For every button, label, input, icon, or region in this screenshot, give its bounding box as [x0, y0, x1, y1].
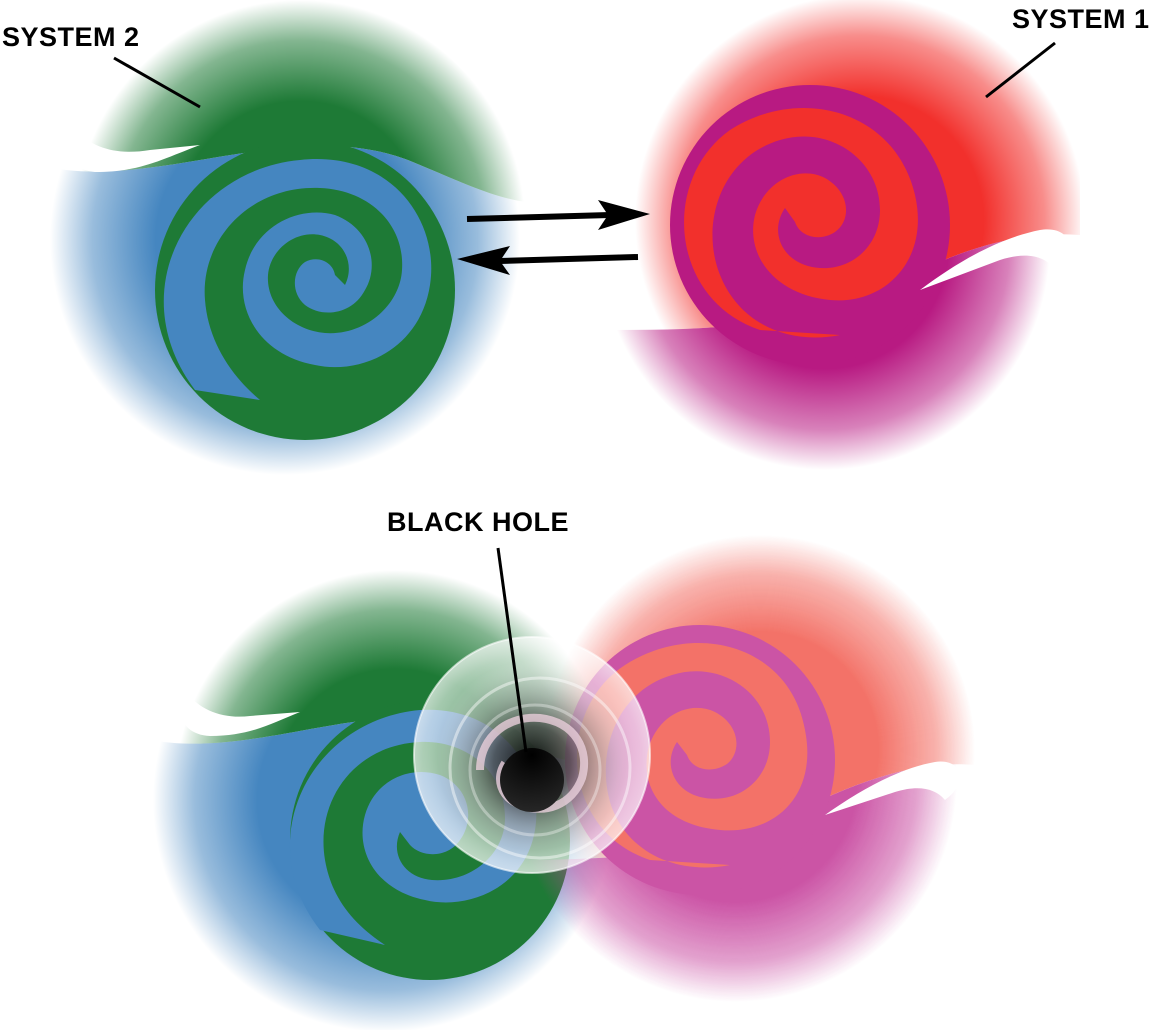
system-2-label: SYSTEM 2: [2, 22, 140, 52]
system-1-label: SYSTEM 1: [1012, 4, 1150, 34]
system-1-leader-line: [985, 41, 1056, 99]
arrow-system-1-to-system-2-head: [457, 246, 510, 275]
arrow-system-1-to-system-2-shaft: [499, 254, 639, 264]
system-1-galaxy: [600, 0, 1080, 470]
system-2-upper-disk: [75, 0, 525, 203]
black-hole: [413, 636, 651, 875]
black-hole-label: BLACK HOLE: [387, 507, 569, 537]
black-hole-lens-rim: [414, 637, 650, 873]
black-hole-leader-line: [496, 547, 528, 753]
arrow-system-2-to-system-1-shaft: [466, 212, 611, 222]
system-2-tail-tip: [67, 130, 200, 172]
system-1-spiral-arm: [684, 107, 918, 338]
system-2-spiral-arm: [163, 159, 432, 400]
system-2-leader-line: [113, 56, 201, 109]
merged-system-2-tail-tip: [179, 690, 300, 736]
interaction-arrows: [457, 200, 650, 275]
merged-system-1-spiral-arm: [576, 642, 808, 868]
arrow-system-2-to-system-1-head: [598, 200, 650, 230]
system-1-tail-tip: [920, 229, 1070, 290]
merged-system-1-tail-tip: [825, 761, 961, 815]
leader-lines: [113, 41, 1056, 753]
system-2-galaxy: [50, 0, 525, 475]
merged-system-2-spiral-arm: [289, 709, 537, 945]
